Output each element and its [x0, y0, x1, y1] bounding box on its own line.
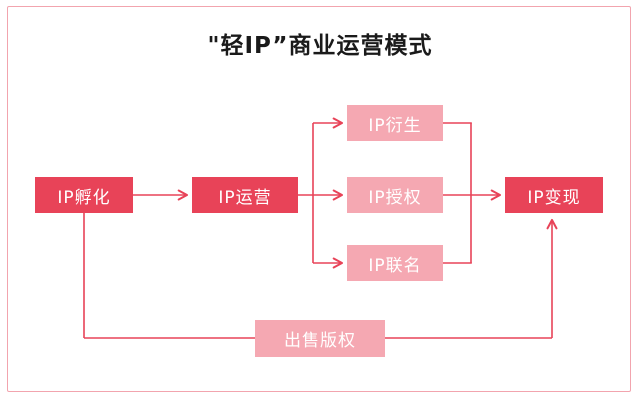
node-sell-copyright: 出售版权 [255, 320, 385, 357]
node-ip-licensing: IP授权 [347, 177, 443, 213]
node-ip-licensing-label: IP授权 [368, 187, 422, 208]
node-ip-cobranding: IP联名 [347, 245, 443, 281]
node-ip-operation-label: IP运营 [218, 187, 272, 208]
node-ip-monetization-label: IP变现 [527, 187, 581, 208]
node-ip-derivative-label: IP衍生 [368, 115, 422, 136]
node-ip-cobranding-label: IP联名 [368, 255, 422, 276]
node-ip-derivative: IP衍生 [347, 105, 443, 141]
node-ip-incubation: IP孵化 [35, 177, 133, 213]
node-sell-copyright-label: 出售版权 [284, 331, 356, 351]
node-ip-incubation-label: IP孵化 [57, 187, 111, 208]
node-ip-operation: IP运营 [192, 177, 298, 213]
diagram-title: "轻IP”商业运营模式 [207, 33, 433, 59]
node-ip-monetization: IP变现 [505, 177, 603, 213]
